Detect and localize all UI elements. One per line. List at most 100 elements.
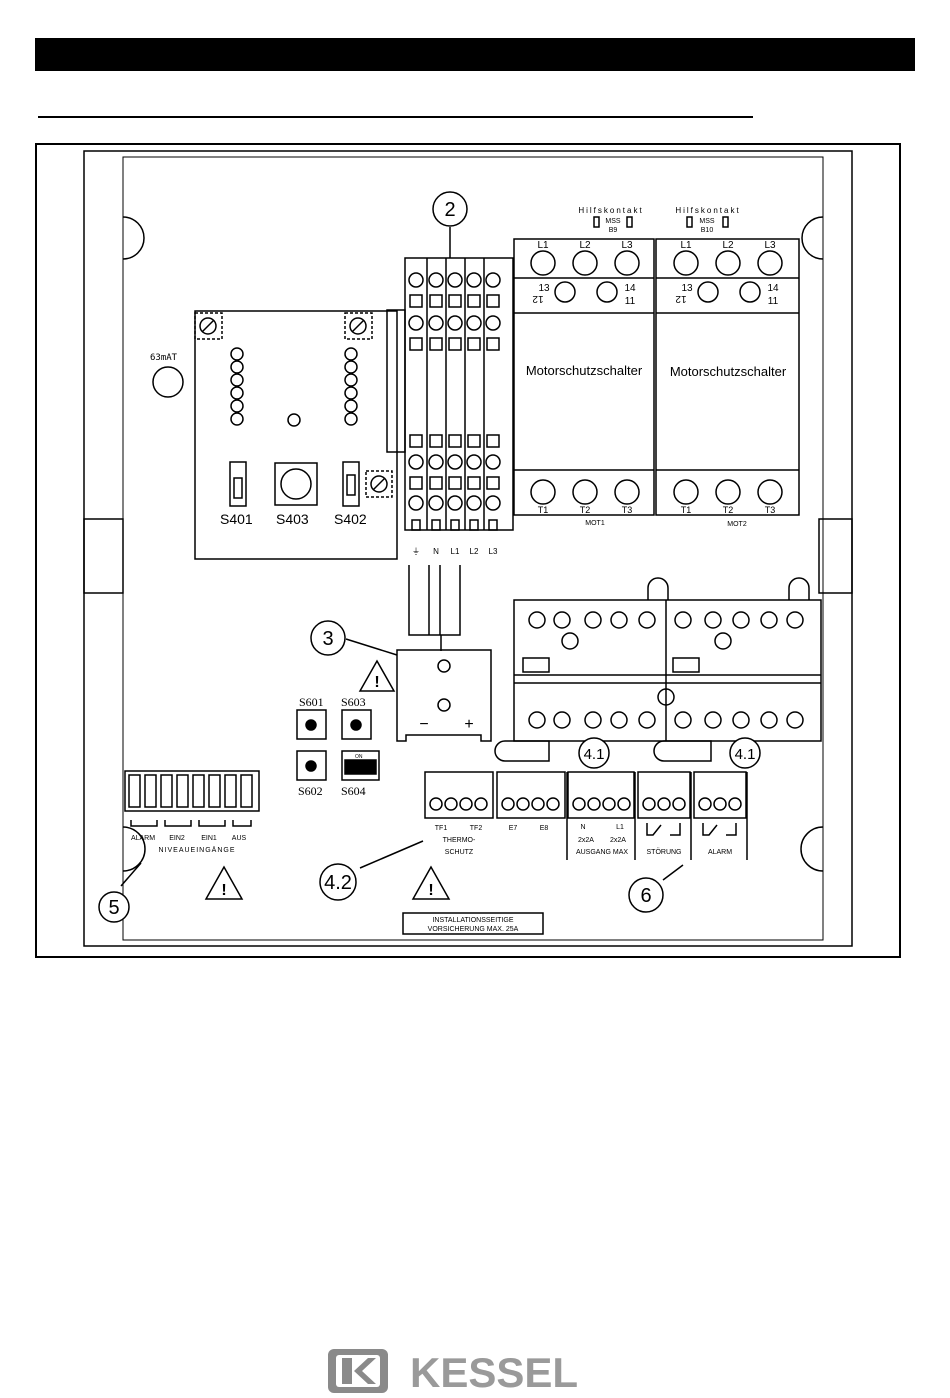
motor1-t3: T3 (622, 505, 633, 515)
battery-holder (396, 649, 492, 742)
battery-plus-label: + (464, 716, 473, 733)
callout-3-leader (345, 638, 398, 656)
terminal-l2-label: L2 (470, 547, 479, 556)
motor1-l3: L3 (621, 240, 633, 251)
level-alarm-label: ALARM (131, 835, 155, 842)
motor2-t3: T3 (765, 505, 776, 515)
level-terminal-screws (128, 774, 253, 808)
switch-s602[interactable] (296, 750, 327, 781)
motor1-name: MOT1 (585, 520, 605, 527)
motor1-l2: L2 (579, 240, 591, 251)
terminal-screws-top (408, 272, 501, 351)
thermo-tf1-label: TF1 (435, 825, 448, 832)
motor1-aux-id: B9 (609, 227, 618, 234)
output-rating-a: 2x2A (578, 837, 594, 844)
motor2-aux-mss: MSS (699, 218, 715, 225)
installation-note-line1: INSTALLATIONSSEITIGE (432, 917, 513, 924)
switch-s402[interactable] (342, 461, 360, 507)
switch-s403-knob (280, 468, 312, 500)
switch-s603-label: S603 (341, 695, 366, 709)
board-buzzer (287, 413, 301, 427)
motor1-contact-12: 12 (532, 293, 544, 304)
switch-s602-label: S602 (298, 784, 323, 798)
switch-s604[interactable] (341, 750, 380, 781)
level-aus-label: AUS (232, 835, 247, 842)
switch-s603-dial (350, 719, 362, 731)
motor2-contact-13: 13 (681, 283, 693, 294)
warning-triangle-left (204, 865, 244, 900)
switch-s403-label: S403 (276, 511, 309, 527)
board-screw-frame (344, 312, 373, 340)
fault-relay-screws (642, 797, 686, 811)
motor2-label: Motorschutzschalter (670, 364, 787, 379)
relay-contact-symbol (702, 823, 737, 836)
fuse-label: 63mAT (150, 353, 178, 363)
alarm-relay-label: ALARM (708, 849, 732, 856)
callout-5-leader (120, 862, 142, 887)
diagram-canvas: 2 3 4.1 4.1 4.2 5 6 ! ! ! 63mAT S401 S40… (83, 150, 853, 947)
output-l1-label: L1 (616, 824, 624, 831)
callout-2-label: 2 (444, 199, 455, 221)
callout-2 (432, 191, 468, 227)
thermo-caption-2: SCHUTZ (445, 849, 474, 856)
board-screw-slot (351, 319, 365, 333)
warning-mark-center: ! (428, 882, 433, 899)
contactor-foot (494, 740, 712, 762)
board-screw-frame (365, 470, 393, 498)
warning-triangle-center (411, 865, 451, 900)
battery-minus-label: − (419, 716, 428, 733)
board-screw (370, 475, 388, 493)
level-caption: NIVEAUEINGÄNGE (158, 846, 235, 854)
level-ein2-label: EIN2 (169, 835, 185, 842)
thermo-caption-1: THERMO- (443, 837, 476, 844)
fault-relay-terminals (637, 771, 691, 819)
switch-s602-dial (305, 760, 317, 772)
callout-4-1-right-label: 4.1 (735, 746, 756, 763)
contactor-terminals-bottom (528, 711, 804, 729)
switch-s601-dial (305, 719, 317, 731)
motor1-contact-13: 13 (538, 283, 550, 294)
contactor-hook (647, 577, 810, 600)
motor1-aux-mss: MSS (605, 218, 621, 225)
output-terminals (567, 771, 635, 819)
callout-3-label: 3 (322, 628, 333, 650)
kessel-logo-mark-stem (342, 1358, 352, 1384)
contactor-coil (657, 688, 675, 706)
level-ein1-label: EIN1 (201, 835, 217, 842)
alarm-relay-terminals (693, 771, 747, 819)
contactor-terminals-top (528, 611, 804, 629)
motor1-aux-title: Hilfskontakt (578, 206, 643, 215)
board-screw-slot (372, 477, 386, 491)
terminal-pe-label: ⏚ (412, 547, 420, 556)
switch-s604-dips (344, 759, 377, 775)
board-screw-frame (194, 312, 223, 340)
motor2-aux-title: Hilfskontakt (675, 206, 740, 215)
switch-s603[interactable] (341, 709, 372, 740)
callout-5-label: 5 (108, 897, 119, 919)
kessel-logo-text: KESSEL (410, 1349, 578, 1395)
motor1-t1: T1 (538, 505, 549, 515)
switch-s601[interactable] (296, 709, 327, 740)
terminal-n-label: N (433, 547, 439, 556)
fuse-holder (152, 366, 184, 398)
output-n-label: N (580, 824, 585, 831)
warning-mark-battery: ! (374, 674, 379, 691)
switch-s401-label: S401 (220, 511, 253, 527)
housing-hinge-left (83, 518, 124, 594)
output-rating-b: 2x2A (610, 837, 626, 844)
motor2-t2: T2 (723, 505, 734, 515)
switch-s401[interactable] (229, 461, 247, 507)
motor2-t1: T1 (681, 505, 692, 515)
switch-s604-on-label: ON (355, 754, 363, 760)
wiring-diagram: 2 3 4.1 4.1 4.2 5 6 ! ! ! 63mAT S401 S40… (35, 143, 901, 958)
warning-mark-left: ! (221, 882, 226, 899)
contactor-coil (561, 632, 579, 650)
switch-s403[interactable] (274, 462, 318, 506)
motor2-aux-contacts (686, 216, 729, 228)
terminal-screws-bottom (408, 434, 501, 531)
installation-note-line2: VORSICHERUNG MAX. 25A (428, 926, 519, 933)
motor-protection-switch-1 (513, 238, 655, 516)
motor2-contact-14: 14 (767, 283, 779, 294)
motor2-l2: L2 (722, 240, 734, 251)
led-column-right (344, 347, 358, 426)
